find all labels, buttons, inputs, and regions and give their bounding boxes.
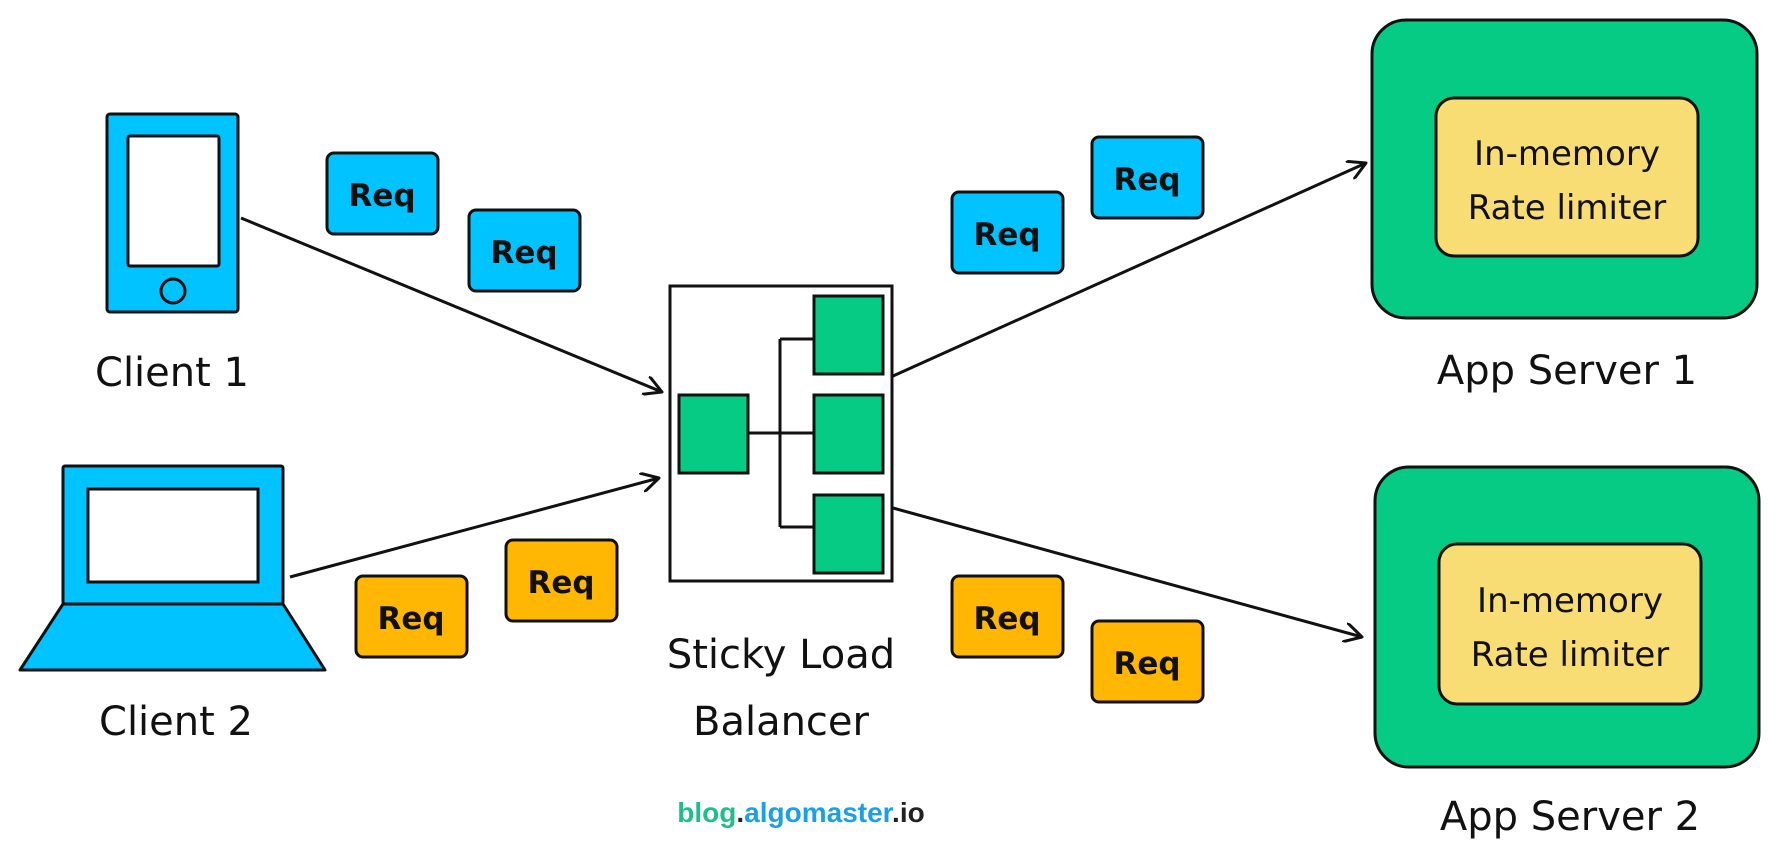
req-label: Req xyxy=(1113,646,1180,682)
arrow-client1-to-balancer xyxy=(240,216,662,392)
load-balancer-label-line1: Sticky Load xyxy=(667,632,895,678)
server2-label: App Server 2 xyxy=(1440,794,1700,840)
req-label: Req xyxy=(377,601,444,637)
server1-rate-limiter-line1: In-memory xyxy=(1474,134,1660,174)
req-chip-server2-b: Req xyxy=(1090,619,1205,704)
watermark-part-io: io xyxy=(900,797,925,828)
req-chip-client1-b: Req xyxy=(467,208,582,293)
watermark-dot: . xyxy=(892,797,900,828)
watermark-dot: . xyxy=(736,797,744,828)
req-chip-client2-b: Req xyxy=(504,538,619,623)
client1-label: Client 1 xyxy=(95,350,249,396)
arrow-balancer-to-server1 xyxy=(892,163,1366,378)
laptop-icon xyxy=(18,464,327,672)
req-chip-server1-b: Req xyxy=(1090,135,1205,220)
server2-rate-limiter-line2: Rate limiter xyxy=(1471,635,1669,675)
arrow-balancer-to-server2 xyxy=(892,506,1362,637)
server2-node: In-memory Rate limiter App Server 2 xyxy=(1373,465,1761,840)
req-label: Req xyxy=(490,235,557,271)
client2-label: Client 2 xyxy=(99,699,253,745)
connector-arrows xyxy=(240,163,1366,637)
req-chip-client2-a: Req xyxy=(354,574,469,659)
load-balancer-node: Sticky Load Balancer xyxy=(667,284,895,745)
server1-rate-limiter-box xyxy=(1434,96,1700,258)
load-balancer-icon xyxy=(668,284,894,583)
watermark: blog.algomaster.io xyxy=(677,797,924,828)
req-label: Req xyxy=(527,565,594,601)
watermark-part-algomaster: algomaster xyxy=(744,797,893,828)
req-chip-server1-a: Req xyxy=(950,190,1065,275)
client2-node: Client 2 xyxy=(18,464,327,745)
server2-rate-limiter-line1: In-memory xyxy=(1477,581,1663,621)
smartphone-icon xyxy=(105,112,240,314)
arrow-client2-to-balancer xyxy=(289,478,659,579)
req-label: Req xyxy=(973,217,1040,253)
server2-rate-limiter-box xyxy=(1437,542,1703,706)
req-label: Req xyxy=(973,601,1040,637)
server1-label: App Server 1 xyxy=(1437,348,1697,394)
client1-node: Client 1 xyxy=(95,112,249,396)
req-label: Req xyxy=(1113,162,1180,198)
server1-node: In-memory Rate limiter App Server 1 xyxy=(1370,18,1759,394)
watermark-part-blog: blog xyxy=(677,797,736,828)
server1-rate-limiter-line2: Rate limiter xyxy=(1468,188,1666,228)
load-balancer-label-line2: Balancer xyxy=(693,699,870,745)
req-chip-client1-a: Req xyxy=(325,151,440,236)
req-chip-server2-a: Req xyxy=(950,574,1065,659)
req-label: Req xyxy=(348,178,415,214)
